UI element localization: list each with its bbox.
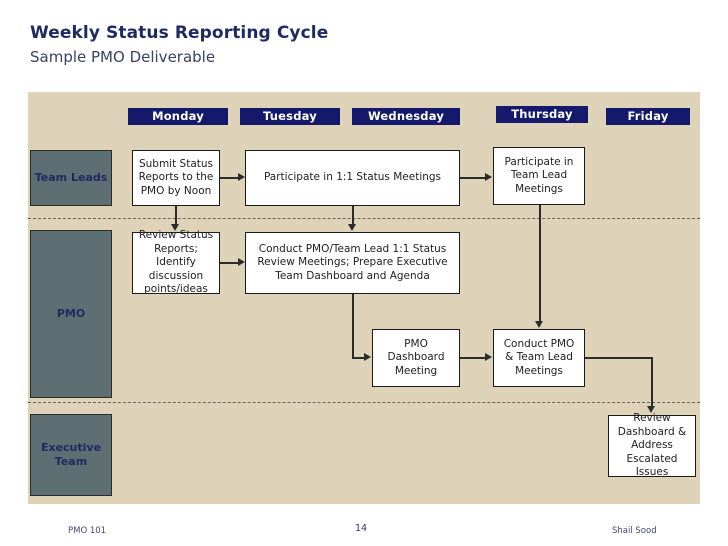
arrowhead-review-to-conduct <box>238 258 245 266</box>
day-header-tuesday: Tuesday <box>240 108 340 125</box>
title-block: Weekly Status Reporting Cycle Sample PMO… <box>30 22 690 68</box>
footer-page-number: 14 <box>355 523 368 534</box>
arrowhead-conduct-to-dashboard <box>364 353 371 361</box>
page-title: Weekly Status Reporting Cycle <box>30 23 329 43</box>
activity-conduct-pmo-team-lead-meetings[interactable]: Conduct PMO & Team Lead Meetings <box>493 329 585 387</box>
arrowhead-participate-to-conduct <box>348 224 356 231</box>
activity-conduct-pmo-team-lead-1-1[interactable]: Conduct PMO/Team Lead 1:1 Status Review … <box>245 232 460 294</box>
diagram-panel: Monday Tuesday Wednesday Thursday Friday… <box>28 92 700 504</box>
activity-participate-1-1-status-meetings[interactable]: Participate in 1:1 Status Meetings <box>245 150 460 206</box>
connector-submit-to-review <box>175 206 177 225</box>
connector-participate-to-conduct <box>352 206 354 225</box>
arrowhead-submit-to-review <box>171 224 179 231</box>
day-header-wednesday: Wednesday <box>352 108 460 125</box>
arrowhead-conduct-to-review <box>647 406 655 413</box>
day-header-friday: Friday <box>606 108 690 125</box>
connector-conduct-to-dashboard-horizontal <box>352 357 364 359</box>
lane-label-executive-team: Executive Team <box>30 414 112 496</box>
lane-label-team-leads: Team Leads <box>30 150 112 206</box>
activity-review-dashboard-escalated[interactable]: Review Dashboard & Address Escalated Iss… <box>608 412 696 478</box>
connector-teamlead-to-conduct-pmo <box>539 205 541 322</box>
activity-submit-status-reports[interactable]: Submit Status Reports to the PMO by Noon <box>132 150 220 206</box>
lane-divider-pmo-executive <box>28 402 700 403</box>
connector-review-to-conduct <box>220 262 238 264</box>
connector-conduct-to-review-horizontal <box>585 357 652 359</box>
arrowhead-teamlead-to-conduct-pmo <box>535 321 543 328</box>
day-header-thursday: Thursday <box>496 106 588 123</box>
arrowhead-submit-to-participate <box>238 173 245 181</box>
lane-label-pmo: PMO <box>30 230 112 398</box>
activity-review-status-reports[interactable]: Review Status Reports; Identify discussi… <box>132 229 220 295</box>
arrowhead-participate-to-teamlead <box>485 173 492 181</box>
connector-conduct-to-review-vertical <box>651 357 653 407</box>
connector-conduct-to-dashboard-vertical <box>352 294 354 358</box>
activity-pmo-dashboard-meeting[interactable]: PMO Dashboard Meeting <box>372 329 460 387</box>
footer-author: Shail Sood <box>612 526 657 536</box>
connector-dashboard-to-pmo-teamlead <box>460 357 486 359</box>
activity-participate-team-lead-meetings[interactable]: Participate in Team Lead Meetings <box>493 147 585 205</box>
connector-submit-to-participate <box>220 177 238 179</box>
day-header-monday: Monday <box>128 108 228 125</box>
arrowhead-dashboard-to-pmo-teamlead <box>485 353 492 361</box>
connector-participate-to-teamlead <box>460 177 486 179</box>
page-subtitle: Sample PMO Deliverable <box>30 48 216 66</box>
lane-divider-team-leads-pmo <box>28 218 700 219</box>
footer-course-label: PMO 101 <box>68 526 107 536</box>
